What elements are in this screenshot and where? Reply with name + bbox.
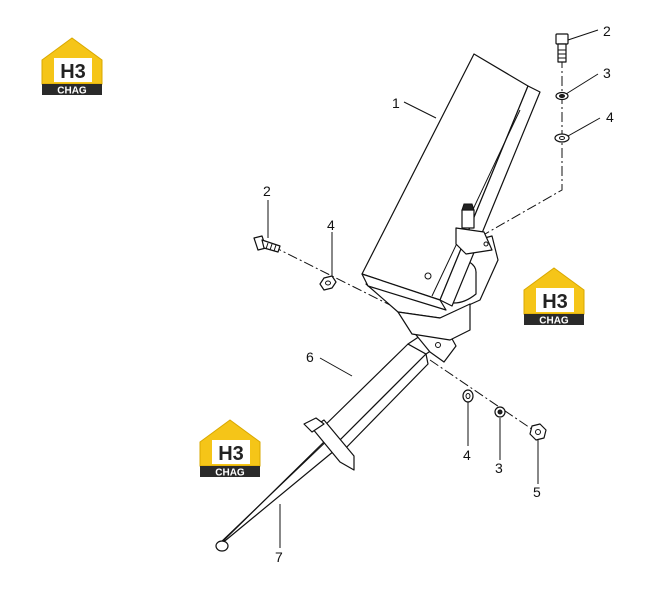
callout-part-1: 1 [392,95,400,111]
part-5-nut [529,423,547,441]
part-6-tube [303,327,457,471]
callout-part-5: 5 [533,484,541,500]
part-4-washer-left [319,275,337,291]
part-1-pedal [361,53,541,341]
callout-part-6: 6 [306,349,314,365]
logo-mark: H3 [218,443,244,465]
callout-part-3-top: 3 [603,65,611,81]
callout-part-4-bottom: 4 [463,447,471,463]
logo-text: CHAG [539,316,569,327]
logo-text: CHAG [215,468,245,479]
logo-mark: H3 [542,291,568,313]
callout-part-3-bottom: 3 [495,460,503,476]
part-4-washer-top [554,133,570,143]
callout-part-7: 7 [275,549,283,565]
assembly-lines [271,58,563,437]
leader-lines [267,29,601,548]
callout-part-2-left: 2 [263,183,271,199]
part-2-bolt-top [555,33,569,63]
callout-part-4-top: 4 [606,109,614,125]
logo-watermark-right: H3 CHAG [523,267,585,327]
callout-part-4-left: 4 [327,217,335,233]
logo-mark: H3 [60,61,86,83]
logo-watermark-bottom-left: H3 CHAG [199,419,261,479]
part-3-washer-top [555,91,569,101]
logo-watermark-top-left: H3 CHAG [41,37,103,97]
part-4-washer-bottom [462,389,474,403]
part-3-washer-bottom [494,406,506,418]
callout-part-2-top: 2 [603,23,611,39]
logo-text: CHAG [57,86,87,97]
part-2-bolt-left [253,235,281,253]
